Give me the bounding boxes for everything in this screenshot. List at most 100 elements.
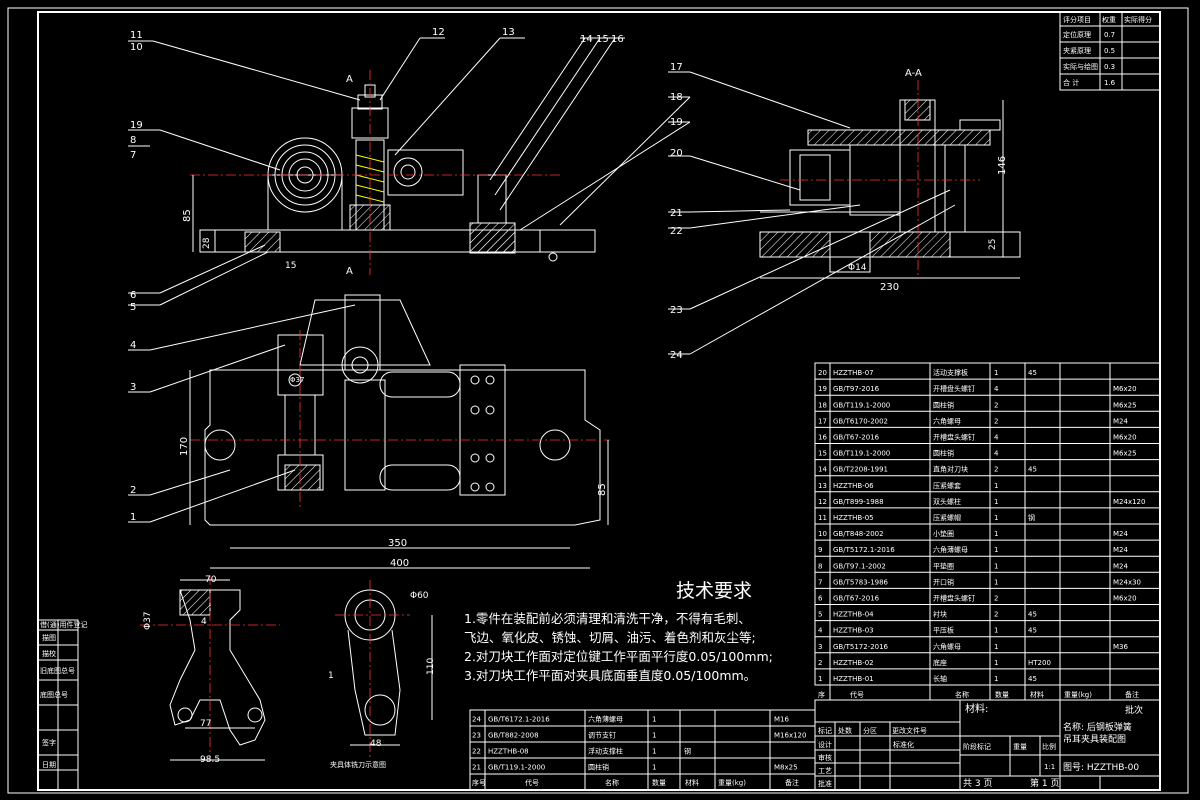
bom-r-code: GB/T97-2016 xyxy=(833,385,880,393)
bom-r-qty: 2 xyxy=(994,401,998,409)
strip-4: 底图总号 xyxy=(40,690,68,699)
bom-r-no: 5 xyxy=(818,611,822,619)
section-label: A-A xyxy=(905,68,922,79)
score-h2: 实际得分 xyxy=(1124,15,1152,24)
bom-r-h0: 序 xyxy=(818,690,825,699)
bom-r-code: HZZTHB-04 xyxy=(833,611,874,619)
bom-r-qty: 1 xyxy=(994,627,998,635)
dim-top-85: 85 xyxy=(597,483,608,496)
top-view: 350 400 170 85 Φ37 xyxy=(128,294,610,569)
dim-top-350: 350 xyxy=(388,538,407,549)
tb-role-2: 工艺 xyxy=(818,767,832,775)
score-w0: 0.7 xyxy=(1104,31,1115,39)
balloon-5: 5 xyxy=(130,302,136,313)
balloon-7: 7 xyxy=(130,150,136,161)
dim-top-400: 400 xyxy=(390,558,409,569)
bom-r-note: M6x20 xyxy=(1113,594,1137,602)
bom-r-qty: 2 xyxy=(994,417,998,425)
bom-r-code: HZZTHB-03 xyxy=(833,627,874,635)
bom-r-code: GB/T6170-2002 xyxy=(833,417,888,425)
balloon-19b: 19 xyxy=(670,117,683,128)
balloon-6: 6 xyxy=(130,290,136,301)
bom-r-name: 小垫圈 xyxy=(933,529,954,538)
outer-border xyxy=(7,7,1189,794)
bom-r-h1: 代号 xyxy=(850,690,864,699)
bom-b-qty: 1 xyxy=(652,716,656,724)
balloon-18: 18 xyxy=(670,92,683,103)
detail-view-right: 110 48 Φ60 1 夹具体铣刀示意图 xyxy=(328,580,436,769)
bom-b-h1: 代号 xyxy=(525,778,539,787)
bom-r-mat: 45 xyxy=(1028,369,1037,377)
dim-sec-146: 146 xyxy=(997,156,1008,175)
tb-mark-3: 更改文件号 xyxy=(892,726,927,735)
bom-r-name: 平垫圈 xyxy=(933,561,954,570)
balloon-23: 23 xyxy=(670,305,683,316)
bom-r-name: 圆柱销 xyxy=(933,449,954,458)
bom-b-no: 24 xyxy=(472,716,481,724)
balloon-2: 2 xyxy=(130,485,136,496)
tb-scale: 1:1 xyxy=(1044,763,1055,771)
dim-sec-230: 230 xyxy=(880,282,899,293)
dim-sec-25: 25 xyxy=(988,239,998,250)
bom-r-note: M36 xyxy=(1113,643,1128,651)
bom-r-no: 1 xyxy=(818,675,822,683)
bom-r-note: M6x20 xyxy=(1113,385,1137,393)
bom-r-qty: 1 xyxy=(994,498,998,506)
score-w1: 0.5 xyxy=(1104,47,1115,55)
bom-r-code: HZZTHB-02 xyxy=(833,659,874,667)
bom-r-qty: 1 xyxy=(994,514,998,522)
tb-weight-1: 重量 xyxy=(1013,743,1027,751)
bom-r-code: GB/T899-1988 xyxy=(833,498,884,506)
bom-r-name: 六角螺母 xyxy=(933,642,961,651)
dim-det-48: 48 xyxy=(370,739,382,749)
bom-r-code: GB/T119.1-2000 xyxy=(833,401,890,409)
bom-b-code: GB/T882-2008 xyxy=(488,732,539,740)
strip-6: 日期 xyxy=(42,761,56,769)
bom-b-qty: 1 xyxy=(652,748,656,756)
bom-r-qty: 4 xyxy=(994,450,999,458)
strip-2: 描校 xyxy=(42,649,56,658)
bom-r-note: M24 xyxy=(1113,546,1128,554)
bom-r-no: 6 xyxy=(818,594,823,602)
bom-b-no: 22 xyxy=(472,748,481,756)
bom-r-no: 18 xyxy=(818,401,827,409)
bom-b-h0: 序号 xyxy=(472,778,486,787)
score-r3: 合 计 xyxy=(1063,78,1079,87)
bom-r-note: M6x25 xyxy=(1113,401,1137,409)
bom-r-note: M6x20 xyxy=(1113,433,1137,441)
left-strip: 借(通)用件登记 描图 描校 旧底图总号 底图总号 签字 日期 xyxy=(37,619,87,791)
bom-r-name: 圆柱销 xyxy=(933,400,954,409)
bom-b-name: 浮动支撑柱 xyxy=(588,747,623,756)
bom-r-no: 20 xyxy=(818,369,827,377)
bom-r-mat: 45 xyxy=(1028,466,1037,474)
bom-r-code: GB/T5783-1986 xyxy=(833,578,889,586)
bom-b-note: M16x120 xyxy=(774,732,806,740)
bom-r-name: 直角对刀块 xyxy=(933,465,968,474)
dim-det-60: Φ60 xyxy=(410,591,429,601)
tb-role-3: 批准 xyxy=(818,779,832,788)
bom-r-name: 衬块 xyxy=(933,610,947,619)
front-view: 85 28 15 A A xyxy=(128,37,625,306)
bom-r-name: 开口销 xyxy=(933,577,954,586)
bom-r-qty: 2 xyxy=(994,611,998,619)
tb-sheets: 共 3 页 xyxy=(963,778,992,789)
bom-r-no: 2 xyxy=(818,659,822,667)
bom-b-qty: 1 xyxy=(652,732,656,740)
balloon-20: 20 xyxy=(670,148,683,159)
balloon-12: 12 xyxy=(432,27,445,38)
bom-b-note: M8x25 xyxy=(774,764,798,772)
tb-material: 材料: xyxy=(965,702,988,715)
balloon-11: 11 xyxy=(130,30,143,41)
bom-r-name: 活动支撑板 xyxy=(933,368,968,377)
bom-r-no: 3 xyxy=(818,643,822,651)
bom-r-code: GB/T848-2002 xyxy=(833,530,884,538)
strip-3: 旧底图总号 xyxy=(40,666,75,675)
bom-b-h3: 数量 xyxy=(652,778,666,787)
bom-r-no: 4 xyxy=(818,627,823,635)
bom-r-qty: 2 xyxy=(994,594,998,602)
bom-r-qty: 4 xyxy=(994,385,999,393)
bom-r-note: M24x30 xyxy=(1113,578,1141,586)
dim-det-4: 4 xyxy=(201,617,207,627)
